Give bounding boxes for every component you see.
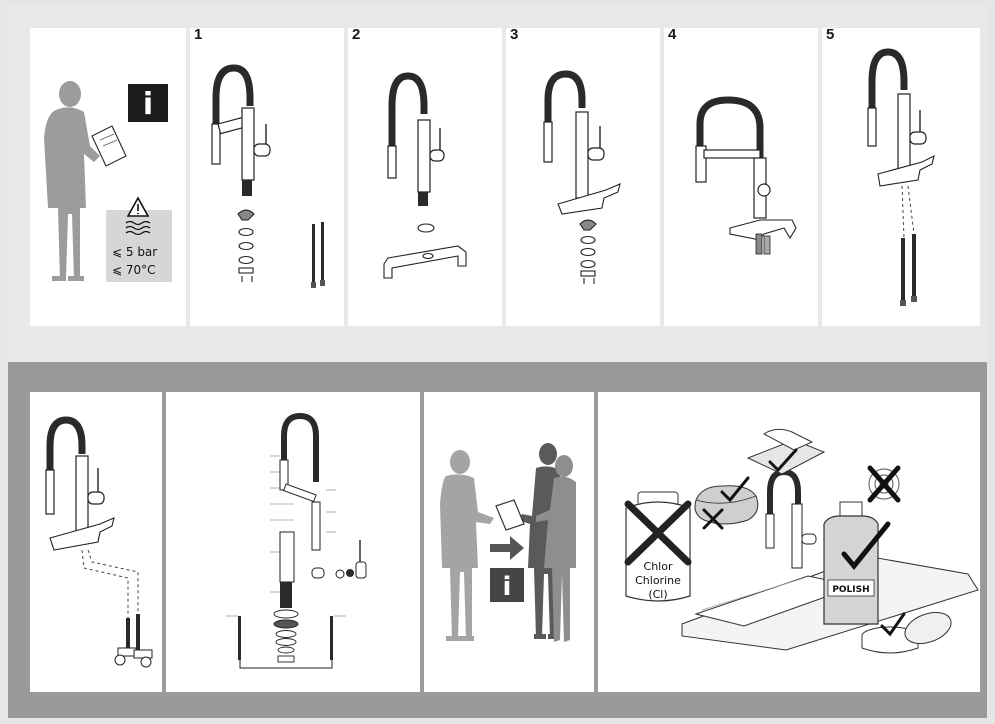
panel-step-1: 1 xyxy=(190,28,344,326)
faucet-icon xyxy=(279,412,367,608)
step-3-illustration xyxy=(543,70,621,284)
step-5-illustration xyxy=(867,48,935,306)
cloth-hand-icon xyxy=(746,428,826,475)
panel-handover: i xyxy=(424,392,594,692)
panel-step-7: 7 xyxy=(166,392,420,692)
abrasive-pad-crossed xyxy=(867,465,901,503)
check-icon xyxy=(720,476,750,503)
hoses-icon xyxy=(238,616,333,669)
booklet-icon xyxy=(91,125,127,167)
step-number: 1 xyxy=(194,28,203,43)
faucet-icon xyxy=(211,64,271,196)
panel-step-2: 2 xyxy=(348,28,502,326)
panel-step-3: 3 xyxy=(506,28,660,326)
step-number: 5 xyxy=(826,28,835,43)
check-icon xyxy=(768,448,798,473)
info-symbol: i xyxy=(503,572,512,602)
step-2-illustration xyxy=(383,72,467,279)
exploded-parts-stack xyxy=(273,609,299,663)
step-4-illustration xyxy=(695,96,797,255)
info-symbol: i xyxy=(143,87,153,122)
chlorine-bottle-crossed: Chlor Chlorine (Cl) xyxy=(624,491,692,602)
info-icon: i xyxy=(128,84,168,122)
cross-icon xyxy=(624,500,692,566)
booklet-icon xyxy=(495,499,525,531)
check-icon xyxy=(841,521,891,570)
chlor-label: Chlor xyxy=(644,560,673,573)
mounting-parts-icon xyxy=(579,219,597,284)
faucet-icon xyxy=(543,70,621,215)
step-1-illustration xyxy=(211,64,325,288)
pressure-limit: ⩽ 5 bar xyxy=(112,245,157,259)
sponge-icon xyxy=(694,476,759,530)
mounting-parts-icon xyxy=(237,209,255,282)
check-icon xyxy=(880,612,906,637)
step-7-exploded-view xyxy=(226,412,367,669)
pressure-temperature-plate: ⩽ 5 bar ⩽ 70°C xyxy=(106,196,172,282)
faucet-icon xyxy=(867,48,935,187)
cross-icon xyxy=(867,465,901,503)
part-leader-lines xyxy=(226,455,346,617)
customer-woman-silhouette xyxy=(536,455,576,642)
faucet-icon xyxy=(695,96,797,255)
water-waves-icon xyxy=(125,220,151,236)
step-6-illustration xyxy=(45,416,153,668)
chlorine-label: Chlorine xyxy=(635,574,681,587)
polish-tin-icon xyxy=(861,611,952,654)
panel-care: i Chlor Chlorine (Cl) xyxy=(598,392,980,692)
faucet-icon xyxy=(387,72,445,206)
faucet-icon xyxy=(45,416,115,551)
care-illustration: Chlor Chlorine (Cl) xyxy=(624,428,979,654)
temperature-limit: ⩽ 70°C xyxy=(112,263,156,277)
handover-illustration: i xyxy=(440,443,576,642)
mounting-plate-icon xyxy=(383,223,467,279)
panel-step-4: 4 xyxy=(664,28,818,326)
panel-step-6: 6 xyxy=(30,392,162,692)
supply-connection-icon xyxy=(81,549,153,668)
cl-label: (Cl) xyxy=(648,588,667,601)
step-number: 3 xyxy=(510,28,519,43)
polish-label: POLISH xyxy=(832,585,869,595)
panel-step-5: 5 xyxy=(822,28,980,326)
info-icon: i xyxy=(490,568,524,602)
arrow-right-icon xyxy=(490,536,524,560)
panel-intro: i ⩽ 5 bar ⩽ 70°C xyxy=(30,28,186,326)
installer-silhouette xyxy=(440,450,494,641)
person-reading-silhouette xyxy=(44,81,100,281)
faucet-icon xyxy=(765,468,817,569)
hoses-icon xyxy=(900,185,917,306)
polish-bottle-checked: POLISH xyxy=(823,501,891,625)
intro-illustration: i ⩽ 5 bar ⩽ 70°C xyxy=(44,81,172,282)
cross-icon xyxy=(702,508,724,530)
step-number: 2 xyxy=(352,28,361,43)
hoses-icon xyxy=(311,222,325,288)
step-number: 4 xyxy=(668,28,677,43)
